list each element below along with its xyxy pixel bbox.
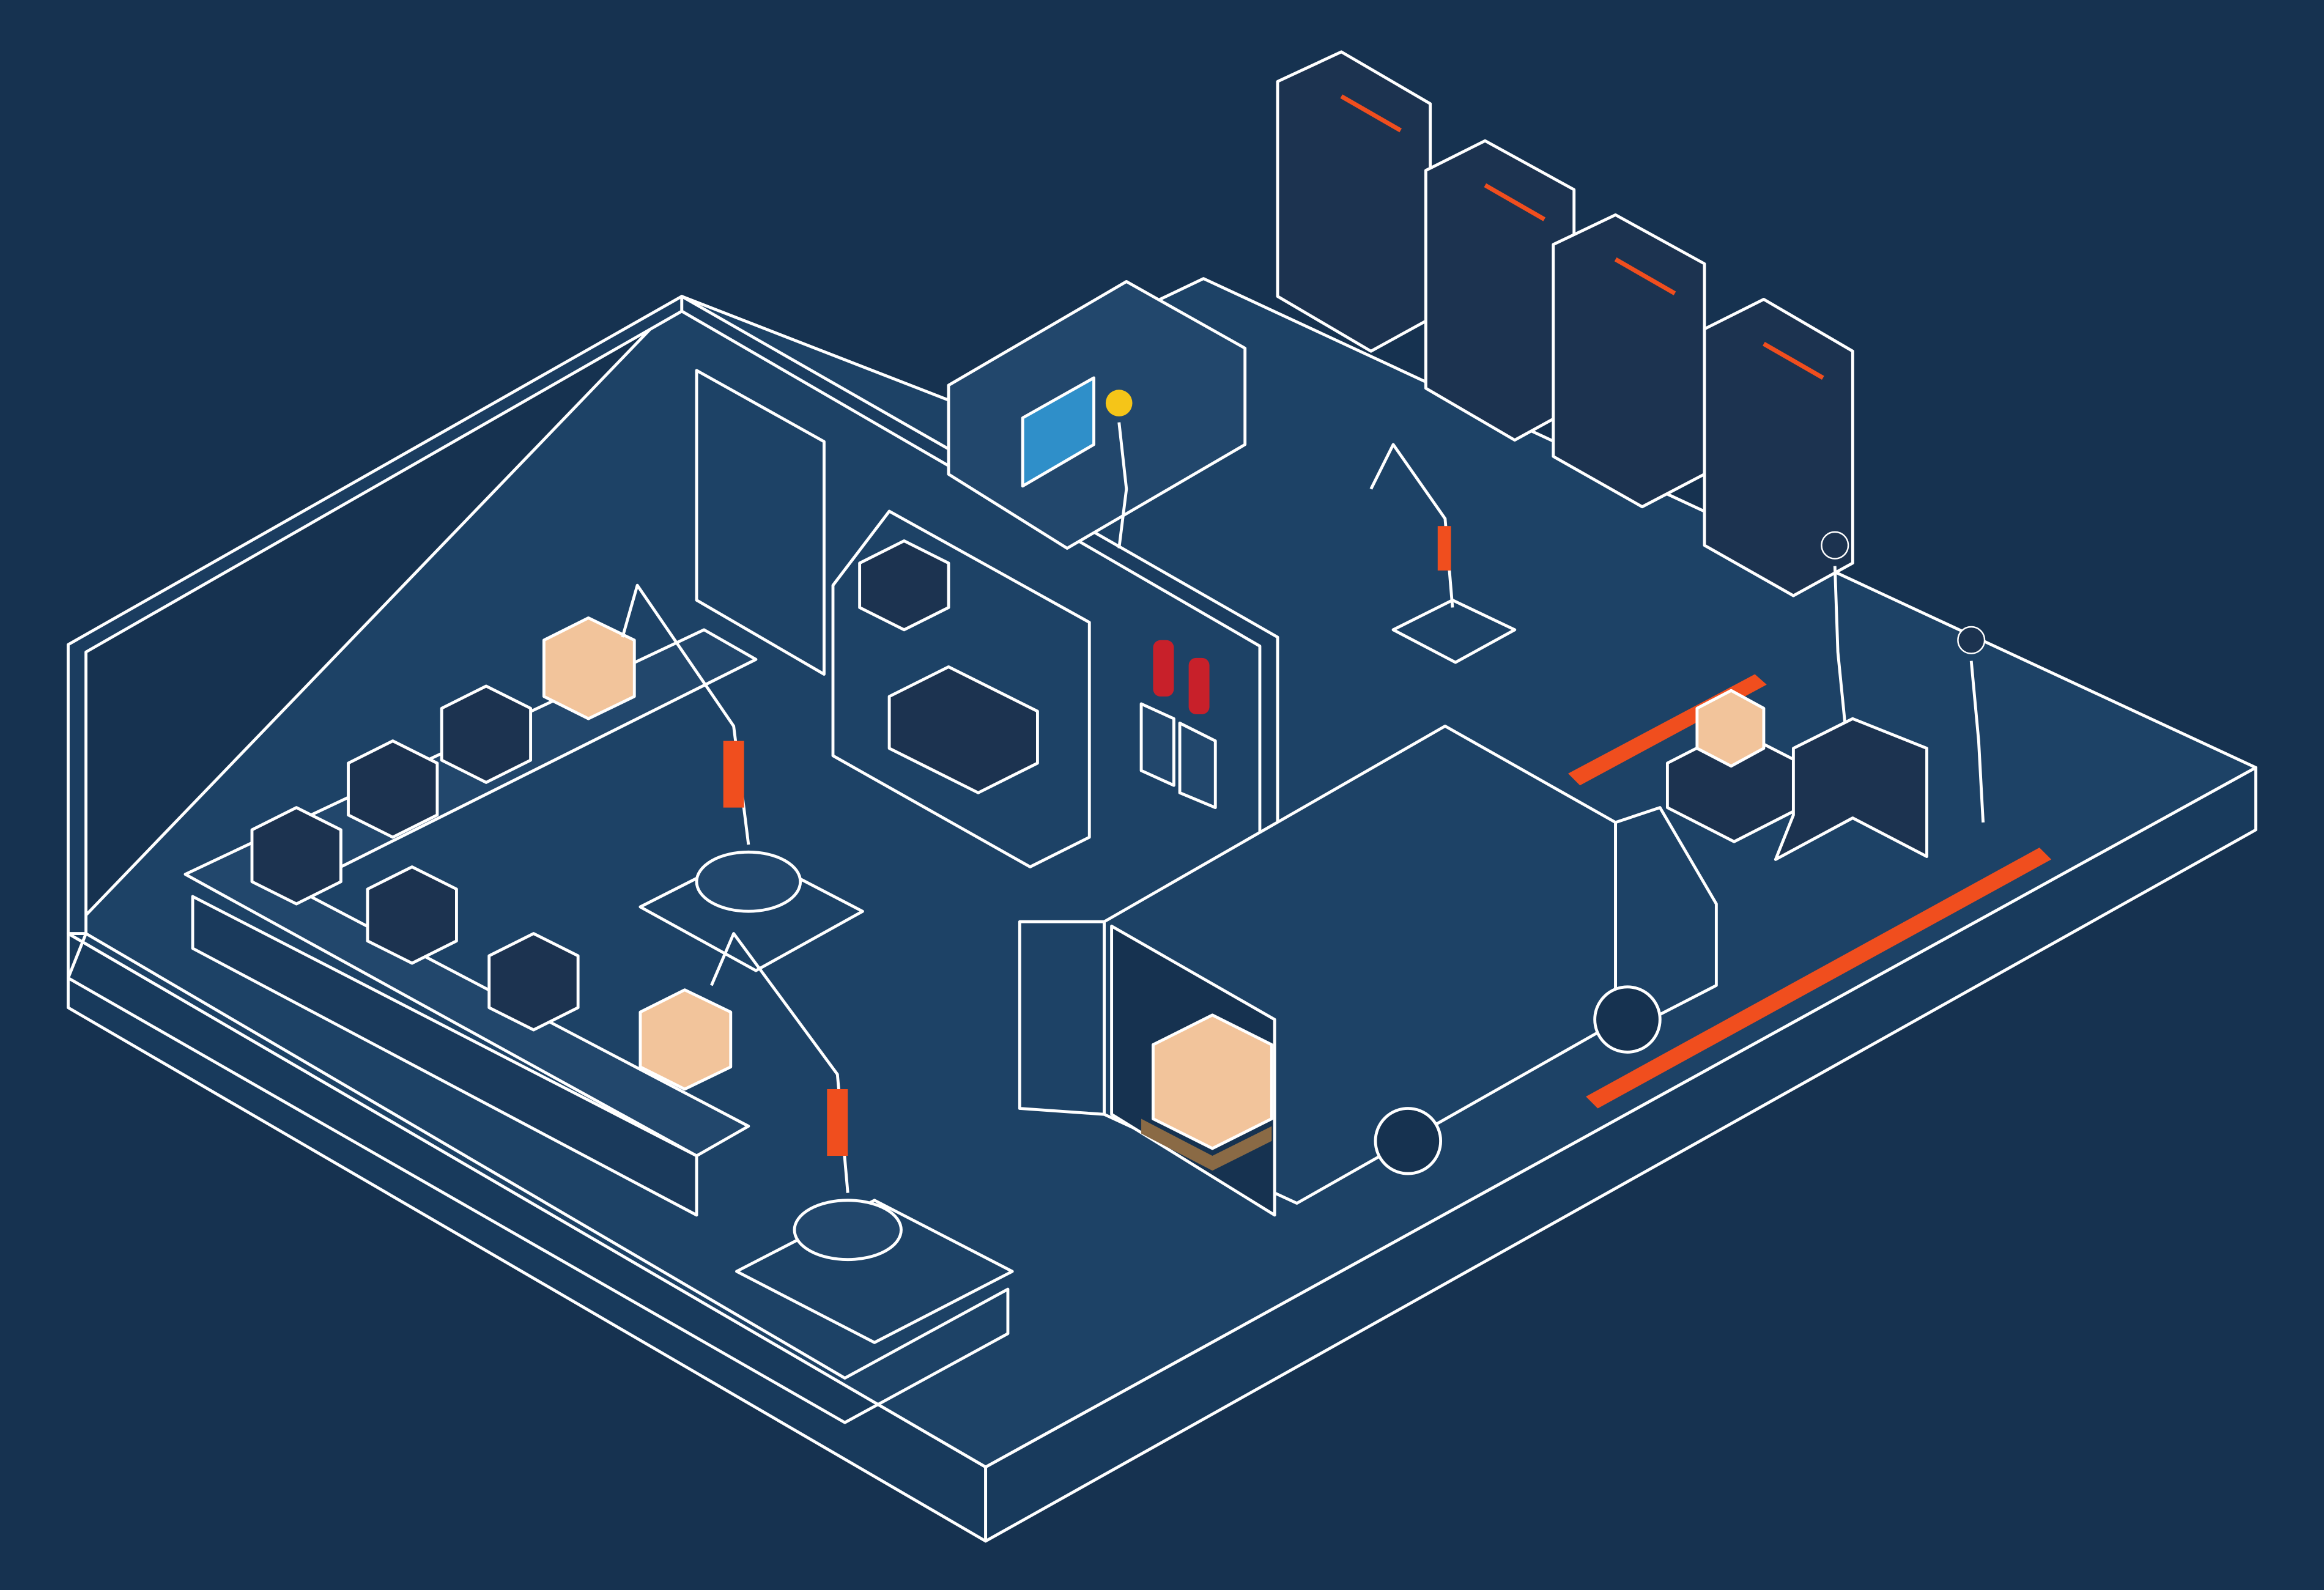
truck-wheel bbox=[1593, 985, 1662, 1054]
electrical-panel bbox=[1139, 702, 1175, 787]
box bbox=[366, 865, 458, 965]
storage-shelf bbox=[831, 509, 1091, 868]
fire-extinguisher bbox=[1188, 657, 1210, 714]
worker-body bbox=[1833, 566, 1847, 727]
box bbox=[440, 684, 533, 784]
cardboard-box bbox=[1152, 1013, 1273, 1150]
worker-body bbox=[1969, 660, 1985, 823]
arm-joint-accent bbox=[827, 1089, 848, 1156]
box bbox=[347, 739, 439, 839]
pallet bbox=[1141, 1119, 1272, 1171]
worker-head bbox=[1105, 390, 1133, 416]
electrical-panel bbox=[1178, 722, 1217, 810]
worker-head bbox=[1821, 531, 1849, 560]
worker-body bbox=[1117, 422, 1128, 549]
arm-base bbox=[793, 1199, 903, 1262]
arm-joint-accent bbox=[1437, 526, 1451, 571]
shelf-frame bbox=[831, 509, 1091, 868]
rack-accent bbox=[1614, 257, 1676, 295]
shelf-box bbox=[887, 665, 1039, 794]
arm-base bbox=[695, 850, 802, 913]
fire-extinguisher bbox=[1153, 640, 1174, 697]
box bbox=[487, 932, 580, 1032]
cargo-pallet bbox=[1141, 1013, 1273, 1171]
room-doorway bbox=[695, 369, 826, 676]
control-station bbox=[947, 279, 1247, 550]
loading-stripe bbox=[1586, 848, 2052, 1109]
rack bbox=[1276, 50, 1432, 353]
room-floor-edge bbox=[67, 932, 1010, 1424]
rack-accent bbox=[1484, 183, 1546, 221]
rack-accent bbox=[1340, 94, 1402, 133]
robotic-arm-3 bbox=[1369, 443, 1517, 664]
conveyor-boxes bbox=[250, 616, 733, 1091]
cardboard-box bbox=[1695, 689, 1766, 768]
rack-accent bbox=[1763, 342, 1824, 380]
arm-base-plate bbox=[1391, 598, 1517, 664]
truck-door bbox=[1018, 920, 1106, 1116]
truck-wheel bbox=[1374, 1107, 1443, 1175]
robotic-arm-2 bbox=[710, 932, 1014, 1344]
cardboard-box bbox=[542, 616, 636, 720]
shelf-box bbox=[858, 539, 950, 632]
conveyor-belt bbox=[183, 616, 758, 1217]
worker-head bbox=[1957, 626, 1986, 654]
robotic-arm-1 bbox=[621, 583, 864, 972]
trolley-boxes bbox=[1774, 717, 1928, 861]
rack bbox=[1552, 213, 1706, 509]
conveyor-side bbox=[191, 895, 698, 1217]
trolley-worker bbox=[1774, 626, 1986, 861]
warehouse-racks bbox=[1276, 50, 1854, 597]
fire-extinguishers bbox=[1139, 640, 1217, 810]
box bbox=[250, 806, 342, 906]
control-screen bbox=[1021, 376, 1095, 488]
delivery-truck bbox=[1018, 724, 1718, 1217]
arm-joint-accent bbox=[723, 741, 744, 808]
cardboard-box bbox=[638, 988, 733, 1091]
